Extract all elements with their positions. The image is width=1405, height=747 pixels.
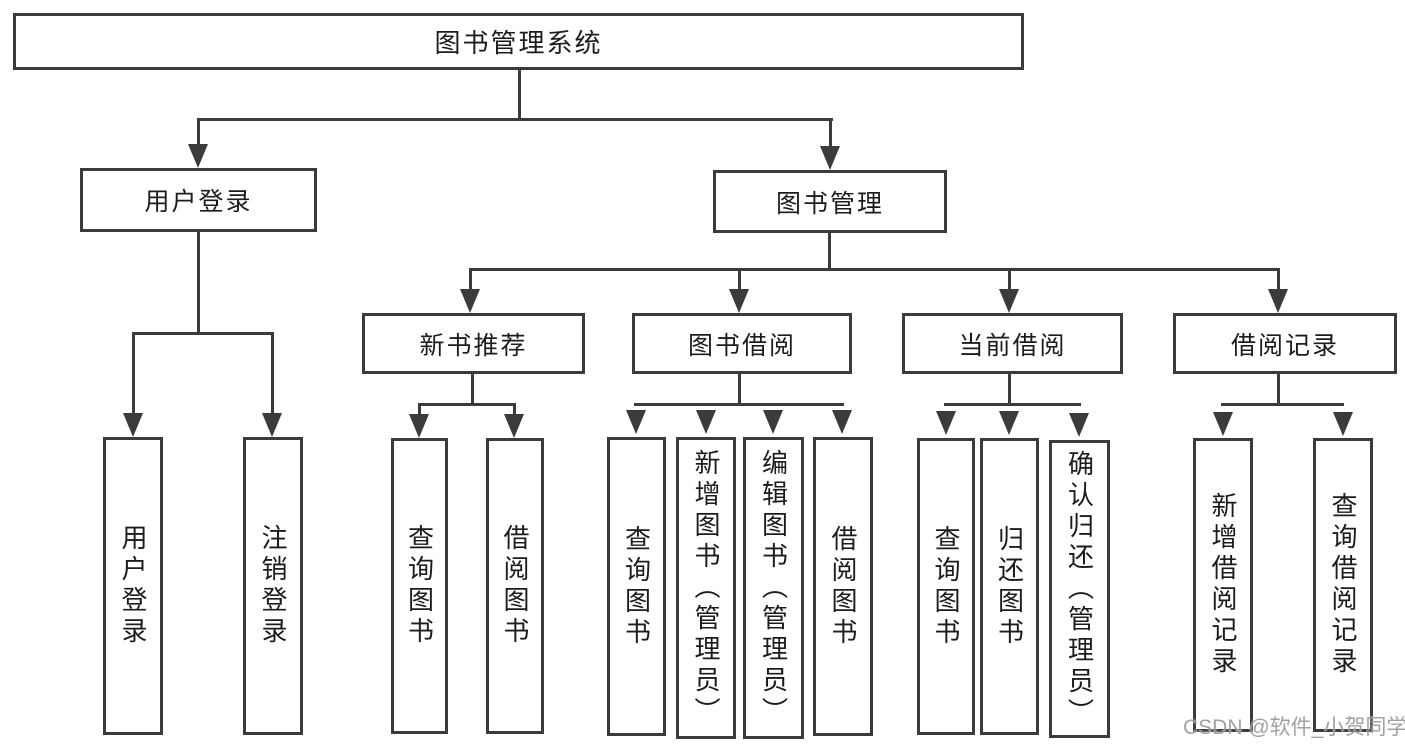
- node-borrow-records: 借阅记录: [1173, 313, 1397, 374]
- leaf-query-books-borrow: 查询图书: [607, 437, 666, 736]
- connector-line: [471, 374, 474, 405]
- leaf-add-borrow-record: 新增借阅记录: [1193, 438, 1253, 732]
- arrow-down-icon: [460, 289, 480, 313]
- connector-line: [197, 232, 200, 334]
- connector-line: [1008, 374, 1011, 405]
- connector-line: [469, 268, 1280, 271]
- connector-line: [271, 332, 274, 414]
- arrow-down-icon: [188, 144, 208, 168]
- arrow-down-icon: [1069, 413, 1089, 437]
- arrow-down-icon: [832, 410, 852, 434]
- connector-line: [197, 118, 200, 148]
- leaf-query-books-current: 查询图书: [917, 438, 975, 735]
- node-new-book-recommend: 新书推荐: [362, 313, 585, 374]
- node-book-borrow: 图书借阅: [632, 313, 852, 374]
- connector-line: [1277, 268, 1280, 292]
- node-current-borrow: 当前借阅: [902, 313, 1123, 374]
- arrow-down-icon: [729, 289, 749, 313]
- arrow-down-icon: [409, 414, 429, 438]
- leaf-user-login: 用户登录: [103, 437, 163, 735]
- arrow-down-icon: [999, 411, 1019, 435]
- arrow-down-icon: [936, 411, 956, 435]
- connector-line: [513, 403, 516, 417]
- connector-line: [738, 374, 741, 405]
- arrow-down-icon: [999, 289, 1019, 313]
- connector-line: [132, 332, 274, 335]
- connector-line: [518, 68, 521, 120]
- arrow-down-icon: [1213, 412, 1233, 436]
- arrow-down-icon: [626, 410, 646, 434]
- connector-line: [418, 403, 516, 406]
- arrow-down-icon: [1268, 289, 1288, 313]
- leaf-return-books: 归还图书: [980, 438, 1039, 735]
- node-book-management: 图书管理: [713, 170, 947, 233]
- arrow-down-icon: [1333, 412, 1353, 436]
- leaf-logout: 注销登录: [243, 437, 303, 735]
- arrow-down-icon: [262, 413, 282, 437]
- arrow-down-icon: [820, 146, 840, 170]
- leaf-query-borrow-record: 查询借阅记录: [1313, 438, 1373, 732]
- connector-line: [828, 233, 831, 270]
- connector-line: [418, 403, 421, 417]
- connector-line: [1008, 268, 1011, 292]
- arrow-down-icon: [504, 414, 524, 438]
- connector-line: [132, 332, 135, 414]
- connector-line: [829, 118, 832, 150]
- leaf-edit-books-admin: 编辑图书（管理员）: [743, 437, 804, 739]
- connector-line: [944, 403, 1081, 406]
- node-user-login: 用户登录: [80, 168, 317, 232]
- leaf-add-books-admin: 新增图书（管理员）: [676, 437, 736, 739]
- arrow-down-icon: [763, 410, 783, 434]
- connector-line: [197, 118, 833, 121]
- arrow-down-icon: [696, 410, 716, 434]
- leaf-query-books-recommend: 查询图书: [391, 438, 448, 734]
- leaf-confirm-return-admin: 确认归还（管理员）: [1049, 440, 1110, 738]
- csdn-watermark: CSDN @软件_小贺同学: [1183, 716, 1405, 739]
- connector-line: [1221, 403, 1344, 406]
- connector-line: [469, 268, 472, 292]
- connector-line: [738, 268, 741, 292]
- connector-line: [1277, 374, 1280, 405]
- arrow-down-icon: [123, 413, 143, 437]
- leaf-borrow-books-recommend: 借阅图书: [486, 438, 544, 734]
- leaf-borrow-books-borrow: 借阅图书: [813, 437, 873, 736]
- connector-line: [634, 403, 844, 406]
- node-root-system: 图书管理系统: [13, 13, 1024, 70]
